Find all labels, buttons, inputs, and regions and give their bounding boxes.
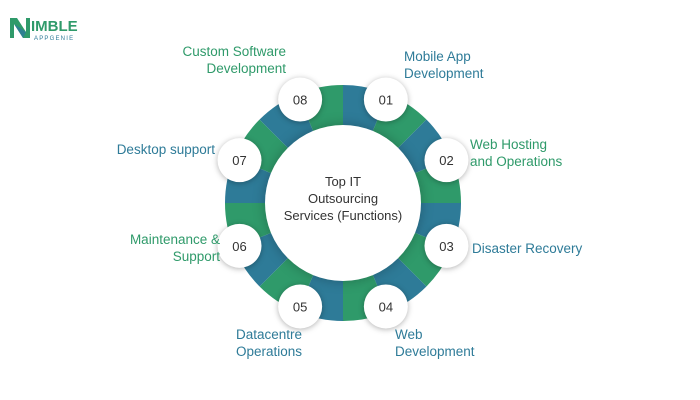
label-datacentre: Datacentre Operations — [236, 327, 303, 359]
number-badge — [217, 223, 262, 268]
logo-name: IMBLE — [31, 18, 78, 35]
badge-number: 06 — [232, 239, 246, 254]
badge-number: 04 — [379, 299, 393, 314]
badge-number: 02 — [439, 153, 453, 168]
number-badge — [278, 284, 323, 329]
number-badge — [363, 77, 408, 122]
logo-mark-icon: IMBLE APPGENIE — [10, 18, 78, 42]
number-badge — [278, 77, 323, 122]
badge-number: 07 — [232, 153, 246, 168]
number-badges: 01 02 03 04 05 06 07 08 — [217, 77, 469, 329]
label-maintenance: Maintenance & Support — [129, 232, 220, 264]
label-desktop-support: Desktop support — [116, 142, 215, 157]
brand-logo: IMBLE APPGENIE — [8, 14, 98, 46]
label-mobile-app: Mobile App Development — [404, 49, 484, 81]
badge-number: 01 — [379, 93, 393, 108]
badge-number: 08 — [293, 93, 307, 108]
center-title-line2: Outsourcing — [308, 191, 378, 206]
number-badge — [424, 223, 469, 268]
number-badge — [217, 138, 262, 183]
label-disaster-recovery: Disaster Recovery — [472, 241, 583, 256]
label-web-hosting: Web Hosting and Operations — [470, 137, 563, 169]
number-badge — [424, 138, 469, 183]
logo-tagline: APPGENIE — [34, 36, 74, 42]
label-custom-software: Custom Software Development — [182, 44, 286, 76]
badge-number: 03 — [439, 239, 453, 254]
center-circle — [265, 125, 421, 281]
number-badge — [363, 284, 408, 329]
center-title-line1: Top IT — [325, 174, 361, 189]
badge-number: 05 — [293, 299, 307, 314]
center-title-line3: Services (Functions) — [284, 208, 402, 223]
label-web-development: Web Development — [395, 327, 475, 359]
